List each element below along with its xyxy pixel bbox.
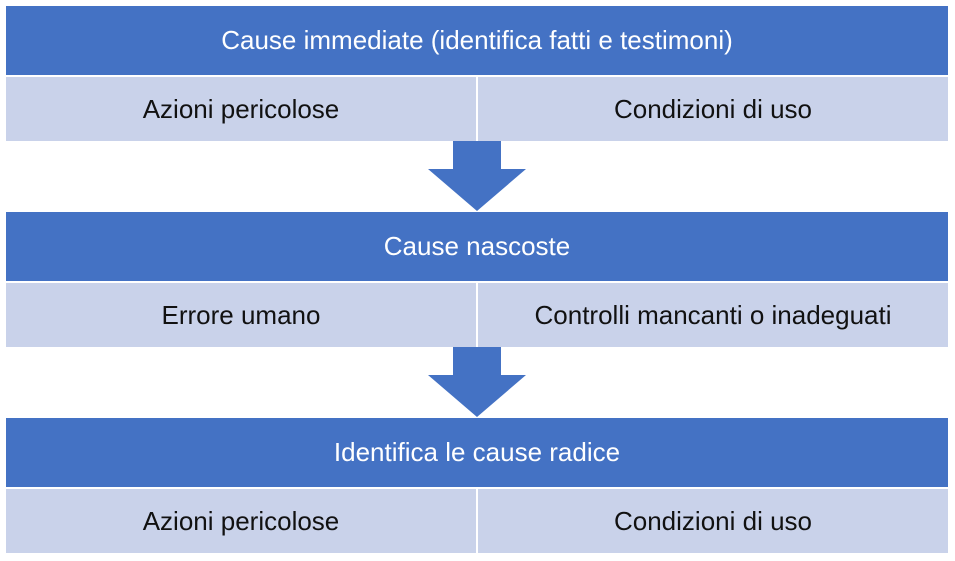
stage-header: Cause nascoste xyxy=(6,212,948,281)
stage-item: Controlli mancanti o inadeguati xyxy=(478,283,948,347)
stage-hidden-causes: Cause nascoste Errore umano Controlli ma… xyxy=(6,212,948,347)
stage-items: Errore umano Controlli mancanti o inadeg… xyxy=(6,283,948,347)
stage-item: Condizioni di uso xyxy=(478,77,948,141)
stage-header: Identifica le cause radice xyxy=(6,418,948,487)
stage-items: Azioni pericolose Condizioni di uso xyxy=(6,77,948,141)
stage-item: Errore umano xyxy=(6,283,476,347)
stage-item: Azioni pericolose xyxy=(6,77,476,141)
stage-item: Azioni pericolose xyxy=(6,489,476,553)
stage-item: Condizioni di uso xyxy=(478,489,948,553)
stage-header: Cause immediate (identifica fatti e test… xyxy=(6,6,948,75)
down-arrow-icon xyxy=(428,347,526,417)
stage-immediate-causes: Cause immediate (identifica fatti e test… xyxy=(6,6,948,141)
stage-items: Azioni pericolose Condizioni di uso xyxy=(6,489,948,553)
stage-root-causes: Identifica le cause radice Azioni perico… xyxy=(6,418,948,553)
down-arrow-icon xyxy=(428,141,526,211)
